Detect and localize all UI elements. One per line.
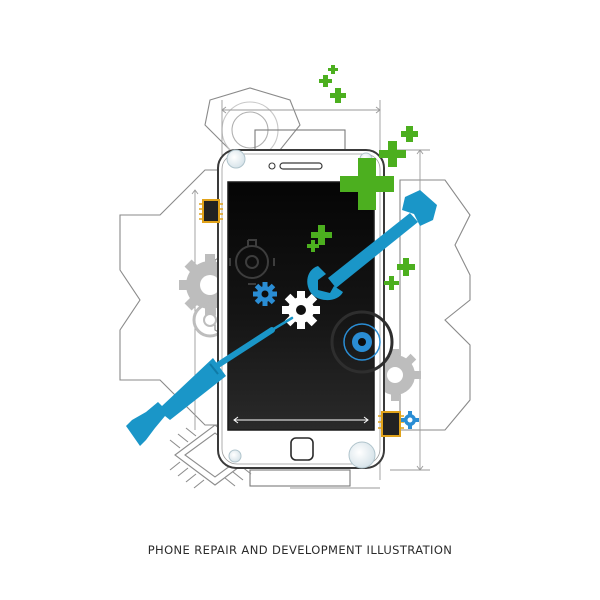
home-button[interactable] [290, 437, 314, 461]
plus-icon [330, 88, 346, 103]
blueprint-gears [119, 87, 471, 489]
dark-blue-hub-gear-icon [330, 310, 394, 374]
plus-icon [307, 240, 319, 252]
plus-icon [319, 75, 332, 87]
screwdriver-icon [126, 316, 294, 446]
top-outline-gear-icon [204, 87, 301, 151]
wrench-icon [307, 190, 437, 301]
small-blue-gear-icon [401, 411, 419, 429]
large-plus-icon [340, 158, 394, 210]
speaker-slot [279, 162, 323, 170]
chip-right-icon [378, 411, 404, 437]
blue-gear-icon [253, 282, 277, 306]
plus-icon [379, 141, 406, 167]
chip-left-icon [199, 199, 223, 223]
plus-icon [384, 276, 399, 290]
grey-gear-small-icon [192, 302, 228, 338]
white-gear-icon [282, 291, 320, 329]
right-outline-gear-icon [399, 179, 471, 431]
plus-icon [397, 258, 415, 276]
plus-icon [401, 126, 418, 142]
plus-icon [328, 65, 338, 74]
dark-gear-icon [229, 239, 275, 285]
front-camera-icon [268, 162, 276, 170]
illustration-caption: PHONE REPAIR AND DEVELOPMENT ILLUSTRATIO… [147, 543, 453, 557]
plus-icon [311, 225, 332, 245]
plus-signs [307, 65, 418, 290]
